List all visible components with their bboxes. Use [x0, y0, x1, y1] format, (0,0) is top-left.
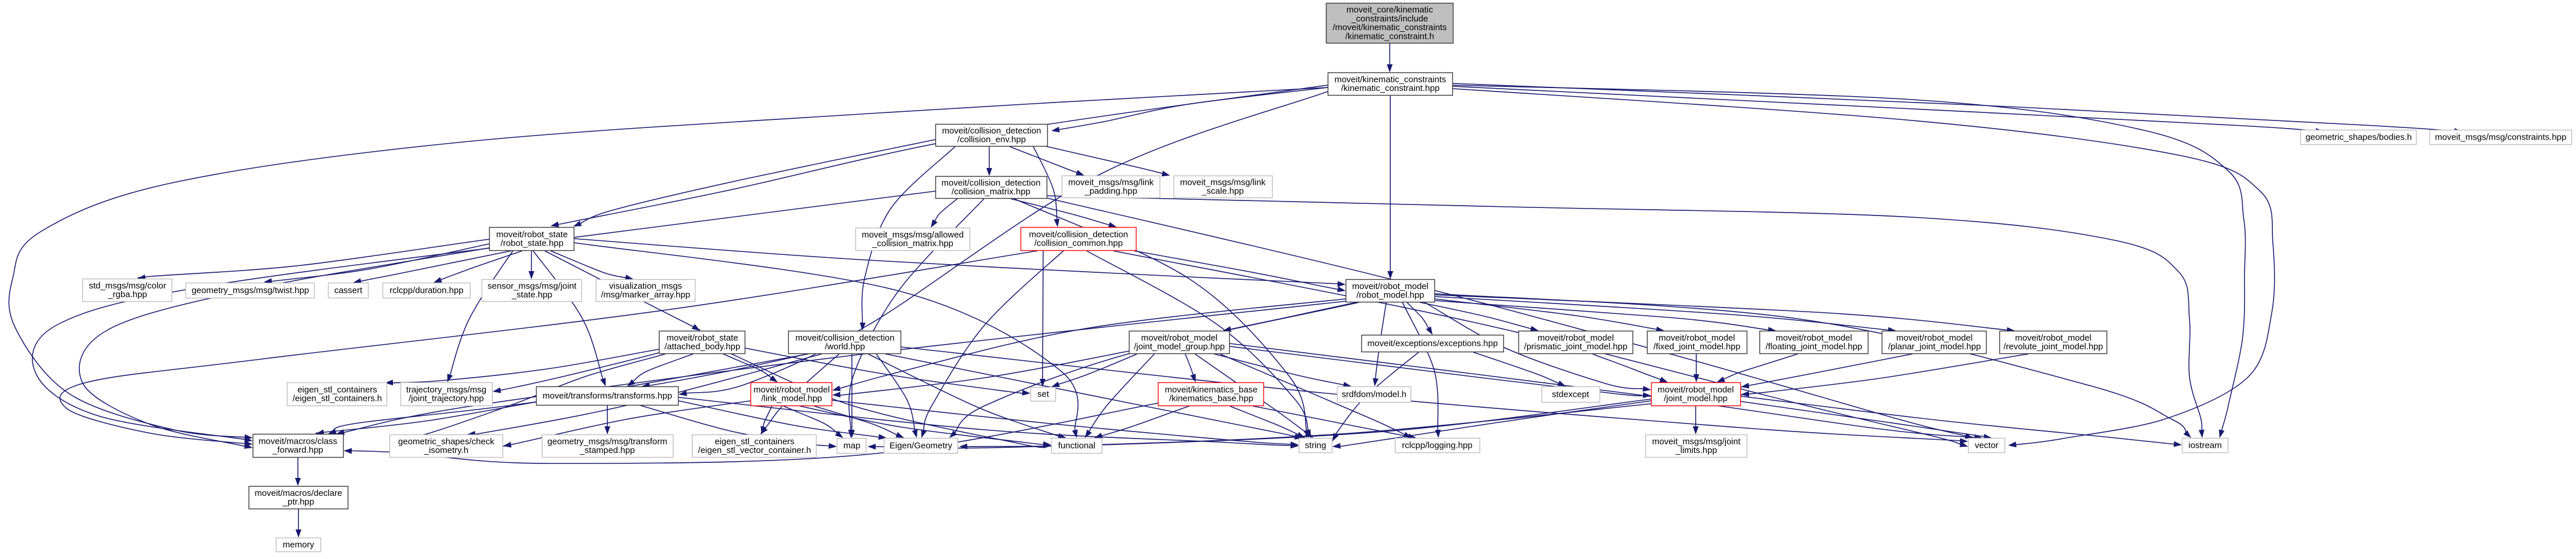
svg-text:moveit/collision_detection: moveit/collision_detection [942, 178, 1041, 188]
svg-text:_padding.hpp: _padding.hpp [1084, 187, 1138, 196]
svg-text:/robot_state.hpp: /robot_state.hpp [501, 239, 563, 249]
svg-text:geometry_msgs/msg/transform: geometry_msgs/msg/transform [548, 437, 668, 447]
svg-text:moveit/exceptions/exceptions.h: moveit/exceptions/exceptions.hpp [1367, 338, 1497, 348]
svg-text:Eigen/Geometry: Eigen/Geometry [890, 441, 953, 451]
svg-text:sensor_msgs/msg/joint: sensor_msgs/msg/joint [487, 281, 577, 291]
svg-text:rclcpp/logging.hpp: rclcpp/logging.hpp [1402, 440, 1473, 450]
svg-text:/collision_env.hpp: /collision_env.hpp [957, 135, 1026, 145]
svg-text:/collision_matrix.hpp: /collision_matrix.hpp [952, 187, 1030, 197]
svg-text:/joint_trajectory.hpp: /joint_trajectory.hpp [409, 394, 484, 404]
svg-text:vector: vector [1975, 440, 1999, 450]
svg-text:_constraints/include: _constraints/include [1351, 14, 1429, 24]
svg-text:moveit/robot_model: moveit/robot_model [2015, 333, 2092, 343]
svg-text:moveit/kinematics_base: moveit/kinematics_base [1165, 385, 1258, 394]
svg-text:trajectory_msgs/msg: trajectory_msgs/msg [406, 385, 486, 394]
svg-text:moveit_msgs/msg/allowed: moveit_msgs/msg/allowed [862, 230, 964, 240]
svg-text:moveit/kinematic_constraints: moveit/kinematic_constraints [1335, 75, 1447, 85]
svg-text:moveit/robot_model: moveit/robot_model [753, 385, 830, 394]
svg-text:eigen_stl_containers: eigen_stl_containers [297, 385, 377, 394]
svg-text:_collision_matrix.hpp: _collision_matrix.hpp [872, 239, 953, 249]
svg-text:set: set [1037, 389, 1050, 399]
svg-text:_stamped.hpp: _stamped.hpp [579, 445, 635, 455]
svg-text:cassert: cassert [334, 286, 363, 295]
svg-text:/attached_body.hpp: /attached_body.hpp [665, 342, 741, 352]
svg-text:geometric_shapes/bodies.h: geometric_shapes/bodies.h [2305, 133, 2411, 143]
svg-text:/kinematics_base.hpp: /kinematics_base.hpp [1169, 394, 1253, 404]
svg-text:moveit/robot_model: moveit/robot_model [1141, 333, 1218, 343]
svg-text:/planar_joint_model.hpp: /planar_joint_model.hpp [1888, 342, 1981, 352]
svg-text:moveit/robot_model: moveit/robot_model [1659, 333, 1735, 343]
svg-text:/collision_common.hpp: /collision_common.hpp [1034, 239, 1123, 249]
svg-text:_scale.hpp: _scale.hpp [1201, 187, 1244, 196]
svg-text:/kinematic_constraint.hpp: /kinematic_constraint.hpp [1341, 83, 1440, 93]
svg-text:/eigen_stl_vector_container.h: /eigen_stl_vector_container.h [698, 445, 811, 455]
svg-text:map: map [843, 441, 860, 451]
svg-text:moveit/collision_detection: moveit/collision_detection [1029, 229, 1128, 239]
svg-text:moveit_msgs/msg/joint: moveit_msgs/msg/joint [1652, 437, 1741, 447]
svg-text:moveit/robot_model: moveit/robot_model [1896, 333, 1973, 343]
svg-text:/kinematic_constraint.h: /kinematic_constraint.h [1345, 31, 1434, 41]
svg-text:geometric_shapes/check: geometric_shapes/check [398, 437, 494, 447]
svg-text:/floating_joint_model.hpp: /floating_joint_model.hpp [1766, 342, 1863, 352]
svg-text:/world.hpp: /world.hpp [825, 342, 865, 352]
svg-text:/joint_model.hpp: /joint_model.hpp [1664, 394, 1728, 404]
svg-text:/msg/marker_array.hpp: /msg/marker_array.hpp [601, 290, 690, 300]
svg-text:_state.hpp: _state.hpp [511, 290, 552, 300]
svg-text:std_msgs/msg/color: std_msgs/msg/color [89, 281, 166, 291]
svg-text:moveit_msgs/msg/link: moveit_msgs/msg/link [1180, 177, 1266, 187]
svg-text:rclcpp/duration.hpp: rclcpp/duration.hpp [389, 286, 464, 295]
svg-text:_rgba.hpp: _rgba.hpp [107, 290, 147, 299]
svg-text:geometry_msgs/msg/twist.hpp: geometry_msgs/msg/twist.hpp [192, 286, 309, 295]
svg-text:/link_model.hpp: /link_model.hpp [761, 394, 822, 404]
svg-text:moveit/robot_model: moveit/robot_model [1352, 282, 1429, 291]
svg-text:iostream: iostream [2188, 440, 2222, 450]
svg-text:_ptr.hpp: _ptr.hpp [282, 497, 314, 507]
svg-text:moveit_msgs/msg/constraints.hp: moveit_msgs/msg/constraints.hpp [2435, 133, 2567, 143]
svg-text:/prismatic_joint_model.hpp: /prismatic_joint_model.hpp [1524, 342, 1627, 352]
svg-text:moveit/collision_detection: moveit/collision_detection [942, 126, 1041, 136]
svg-text:stdexcept: stdexcept [1552, 389, 1590, 399]
svg-text:moveit/robot_state: moveit/robot_state [496, 229, 567, 239]
svg-text:moveit_core/kinematic: moveit_core/kinematic [1346, 5, 1433, 15]
svg-text:_isometry.h: _isometry.h [424, 445, 468, 455]
svg-text:moveit/robot_state: moveit/robot_state [666, 333, 738, 343]
svg-text:/joint_model_group.hpp: /joint_model_group.hpp [1134, 342, 1225, 352]
svg-text:moveit/robot_model: moveit/robot_model [1776, 333, 1852, 343]
svg-text:/fixed_joint_model.hpp: /fixed_joint_model.hpp [1653, 342, 1740, 352]
svg-text:moveit/robot_model: moveit/robot_model [1657, 385, 1734, 394]
svg-text:functional: functional [1058, 441, 1095, 451]
svg-text:moveit/transforms/transforms.h: moveit/transforms/transforms.hpp [542, 391, 672, 401]
svg-text:moveit/macros/declare: moveit/macros/declare [255, 488, 343, 498]
svg-text:moveit_msgs/msg/link: moveit_msgs/msg/link [1068, 177, 1154, 187]
svg-text:_limits.hpp: _limits.hpp [1675, 445, 1717, 455]
svg-text:/revolute_joint_model.hpp: /revolute_joint_model.hpp [2003, 342, 2103, 352]
svg-text:/robot_model.hpp: /robot_model.hpp [1357, 290, 1424, 300]
svg-text:memory: memory [283, 540, 315, 550]
svg-text:/moveit/kinematic_constraints: /moveit/kinematic_constraints [1333, 23, 1447, 32]
svg-text:srdfdom/model.h: srdfdom/model.h [1342, 389, 1407, 399]
svg-text:_forward.hpp: _forward.hpp [272, 445, 323, 455]
svg-text:moveit/robot_model: moveit/robot_model [1537, 333, 1614, 343]
svg-text:eigen_stl_containers: eigen_stl_containers [715, 437, 795, 447]
svg-text:moveit/collision_detection: moveit/collision_detection [796, 333, 895, 343]
svg-text:/eigen_stl_containers.h: /eigen_stl_containers.h [293, 394, 382, 404]
svg-text:string: string [1305, 440, 1327, 450]
svg-text:visualization_msgs: visualization_msgs [609, 281, 682, 291]
svg-text:moveit/macros/class: moveit/macros/class [258, 436, 337, 446]
